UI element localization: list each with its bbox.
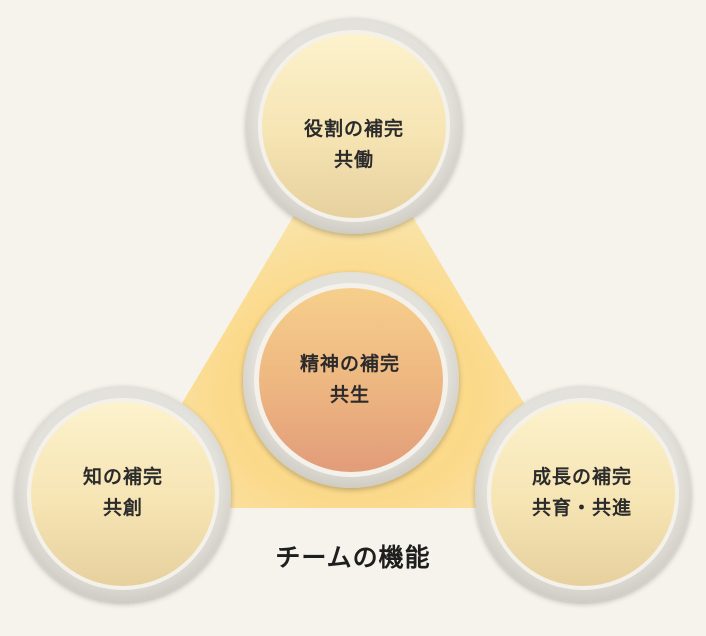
circle-left bbox=[15, 386, 231, 602]
node-right-line2: 共育・共進 bbox=[531, 497, 632, 519]
node-left-line1: 知の補完 bbox=[82, 466, 163, 488]
node-label-center: 精神の補完 共生 bbox=[260, 290, 440, 470]
node-top-line2: 共働 bbox=[333, 149, 374, 171]
circle-right bbox=[475, 386, 691, 602]
circle-center bbox=[243, 272, 459, 488]
node-label-right: 成長の補完 共育・共進 bbox=[492, 403, 672, 583]
node-right-line1: 成長の補完 bbox=[531, 466, 632, 488]
diagram-title: チームの機能 bbox=[275, 543, 431, 572]
circle-top bbox=[246, 18, 462, 234]
node-center-line1: 精神の補完 bbox=[299, 353, 400, 375]
node-left-line2: 共創 bbox=[102, 497, 143, 519]
node-center-line2: 共生 bbox=[329, 384, 370, 406]
node-label-left: 知の補完 共創 bbox=[33, 403, 213, 583]
node-label-top: 役割の補完 共働 bbox=[264, 55, 444, 235]
node-top-line1: 役割の補完 bbox=[303, 118, 404, 140]
